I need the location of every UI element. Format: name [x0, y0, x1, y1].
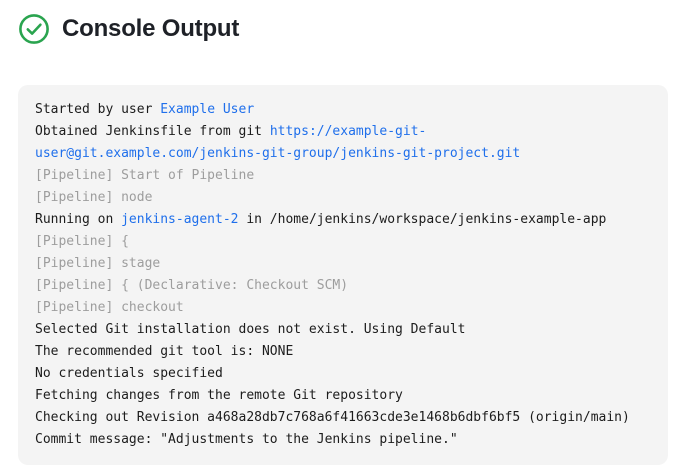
console-log-text-run: Commit message: "Adjustments to the Jenk…	[35, 432, 458, 447]
console-log-text-run: Running on	[35, 212, 122, 227]
console-log-line: [Pipeline] checkout	[35, 297, 652, 319]
console-log-line: Running on jenkins-agent-2 in /home/jenk…	[35, 209, 652, 231]
console-log-line: [Pipeline] { (Declarative: Checkout SCM)	[35, 275, 652, 297]
console-log-line: [Pipeline] {	[35, 231, 652, 253]
console-log-text-run: Started by user	[35, 102, 161, 117]
console-log-text-run: [Pipeline] {	[35, 234, 129, 249]
console-log-line: Obtained Jenkinsfile from git https://ex…	[35, 121, 652, 165]
console-log-line: Checking out Revision a468a28db7c768a6f4…	[35, 407, 652, 429]
console-log-text-run: Checking out Revision a468a28db7c768a6f4…	[35, 410, 630, 425]
console-log-link[interactable]: Example User	[160, 102, 255, 117]
console-log-link[interactable]: https://example-git-user@git.example.com…	[35, 124, 521, 161]
console-log-line: [Pipeline] node	[35, 187, 652, 209]
console-log-text-run: Fetching changes from the remote Git rep…	[35, 388, 403, 403]
console-output-page: Console Output Started by user Example U…	[18, 12, 668, 465]
console-log-text-run: [Pipeline] node	[35, 190, 153, 205]
console-log-text-run: in /home/jenkins/workspace/jenkins-examp…	[238, 212, 607, 227]
console-log-text-run: [Pipeline] stage	[35, 256, 161, 271]
console-log-text-run: [Pipeline] checkout	[35, 300, 184, 315]
console-log-line: [Pipeline] Start of Pipeline	[35, 165, 652, 187]
console-log-line: The recommended git tool is: NONE	[35, 341, 652, 363]
console-log-link[interactable]: jenkins-agent-2	[121, 212, 239, 227]
console-log-text-run: Selected Git installation does not exist…	[35, 322, 466, 337]
console-log-text-run: [Pipeline] { (Declarative: Checkout SCM)	[35, 278, 349, 293]
console-log-text-run: The recommended git tool is: NONE	[35, 344, 294, 359]
console-log-line: Fetching changes from the remote Git rep…	[35, 385, 652, 407]
console-log-line: Started by user Example User	[35, 99, 652, 121]
console-log-line: Commit message: "Adjustments to the Jenk…	[35, 429, 652, 451]
console-log-text-run: No credentials specified	[35, 366, 223, 381]
console-log-text-run: [Pipeline] Start of Pipeline	[35, 168, 255, 183]
console-log-text-run: Obtained Jenkinsfile from git	[35, 124, 270, 139]
console-log-line: Selected Git installation does not exist…	[35, 319, 652, 341]
page-header: Console Output	[18, 12, 239, 46]
page-title: Console Output	[62, 15, 240, 42]
console-log-line: No credentials specified	[35, 363, 652, 385]
console-log-line: [Pipeline] stage	[35, 253, 652, 275]
check-circle-icon	[19, 14, 49, 44]
